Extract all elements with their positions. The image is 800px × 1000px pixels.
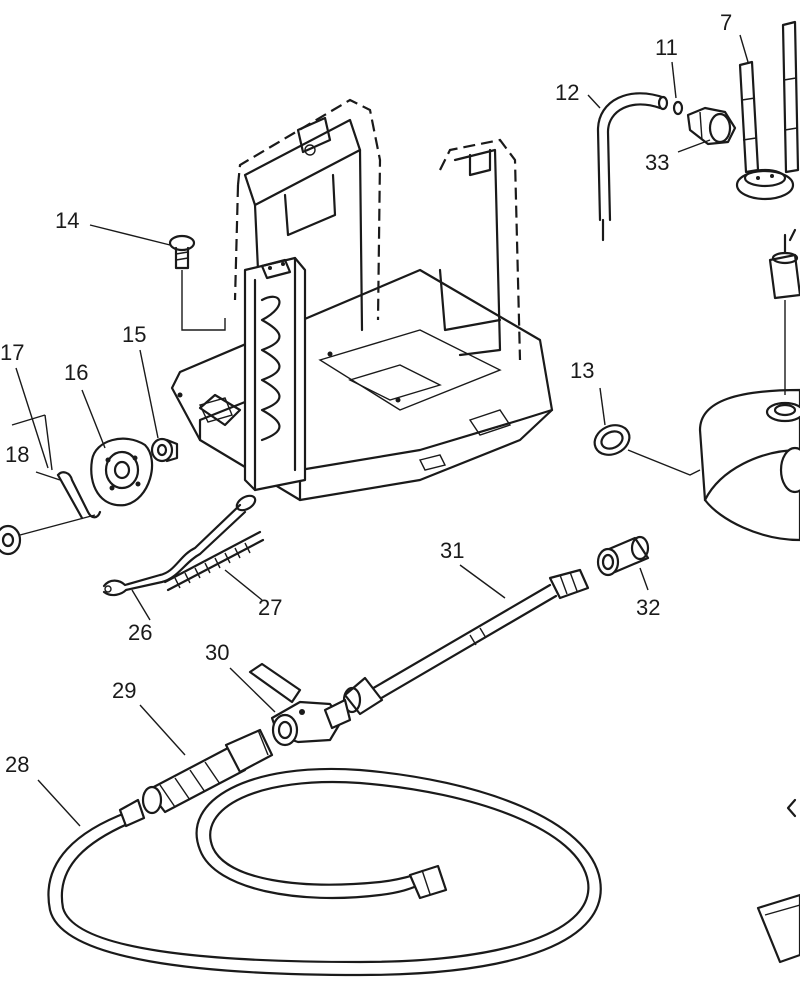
callout-15: 15 [122, 322, 146, 347]
callout-28: 28 [5, 752, 29, 777]
callout-14: 14 [55, 208, 79, 233]
frame-base [170, 98, 554, 502]
part-7-rods [735, 20, 800, 201]
callout-33: 33 [645, 150, 669, 175]
part-14-screw [168, 234, 226, 331]
part-12-bent-tube [596, 92, 669, 242]
callout-27: 27 [258, 595, 282, 620]
callout-26: 26 [128, 620, 152, 645]
callout-30: 30 [205, 640, 229, 665]
callout-13: 13 [570, 358, 594, 383]
part-31-wand [342, 568, 590, 716]
tank [698, 228, 800, 542]
part-28-hose [47, 767, 602, 977]
callout-18: 18 [5, 442, 29, 467]
part-27-spring [163, 530, 265, 592]
part-13-gasket [593, 424, 701, 476]
callout-16: 16 [64, 360, 88, 385]
callout-12: 12 [555, 80, 579, 105]
callout-11: 11 [655, 35, 678, 60]
left-edge-fitting [0, 514, 96, 556]
part-32-coupler [596, 535, 650, 577]
callout-7: 7 [720, 10, 732, 35]
callout-31: 31 [440, 538, 464, 563]
part-30-valve [248, 662, 352, 747]
callout-29: 29 [112, 678, 136, 703]
part-18-clip [56, 471, 102, 520]
callout-17: 17 [0, 340, 24, 365]
part-16-wheel-hub [90, 437, 154, 507]
part-26-strap [102, 494, 257, 597]
part-15-nut [150, 437, 179, 463]
callout-32: 32 [636, 595, 660, 620]
callout-leaders [11, 34, 749, 827]
part-33-fitting [686, 106, 737, 146]
callout-labels: 7 11 12 13 14 15 16 17 18 26 27 28 29 30… [0, 10, 732, 777]
part-29-hose-grip [141, 728, 274, 815]
part-11-ring [672, 100, 684, 116]
right-edge-parts [756, 798, 800, 964]
